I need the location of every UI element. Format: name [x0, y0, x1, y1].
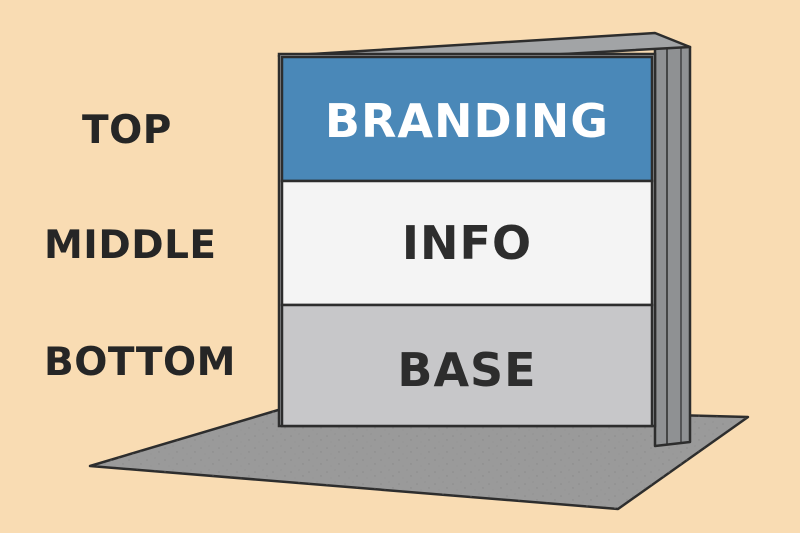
sign-side-face	[653, 36, 692, 448]
tier-label-top: TOP	[82, 108, 172, 153]
base-panel	[280, 303, 654, 428]
tier-label-middle: MIDDLE	[44, 223, 217, 268]
ground-slab-texture	[90, 405, 748, 509]
branding-panel	[280, 55, 654, 183]
tier-label-bottom: BOTTOM	[44, 340, 236, 385]
branding-panel-label: BRANDING	[325, 94, 609, 148]
base-panel-label: BASE	[397, 343, 536, 397]
info-panel-label: INFO	[402, 216, 532, 270]
info-panel	[280, 179, 654, 307]
